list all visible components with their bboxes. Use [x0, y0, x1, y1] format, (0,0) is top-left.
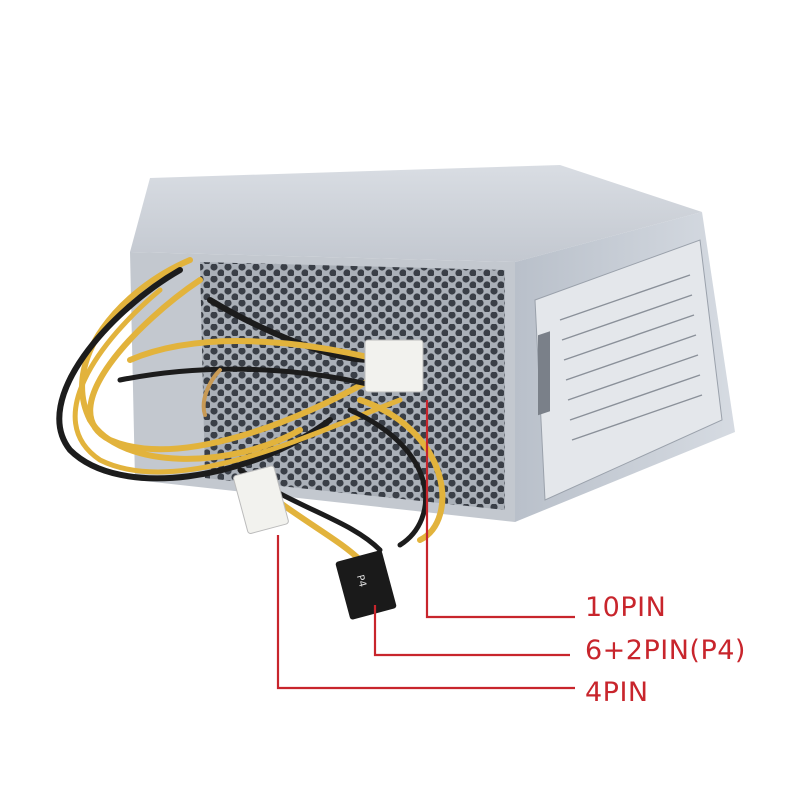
- callout-lines: [276, 400, 575, 690]
- connector-marking: P4: [354, 574, 368, 589]
- spec-label: [534, 239, 723, 501]
- connector-6plus2pin: P4: [335, 550, 397, 620]
- callout-label-10pin: 10PIN: [585, 592, 667, 623]
- callout-line-10pin: [425, 400, 575, 619]
- barcode: [538, 331, 550, 416]
- connector-10pin: [364, 339, 424, 393]
- callout-line-6plus2pin: [373, 605, 570, 657]
- connector-4pin: [233, 465, 289, 534]
- callout-label-6plus2pin: 6+2PIN(P4): [585, 635, 746, 666]
- callout-line-4pin: [276, 535, 575, 690]
- casing-top: [130, 165, 702, 262]
- callout-label-4pin: 4PIN: [585, 677, 649, 708]
